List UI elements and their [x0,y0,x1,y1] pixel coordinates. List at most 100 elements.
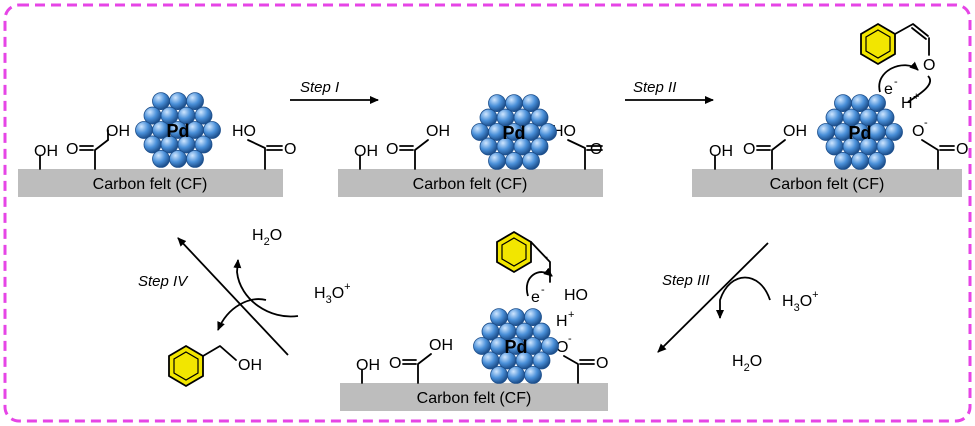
pd-nanoparticle: Pd [135,92,221,168]
carbonyl-o-right: O [596,355,608,372]
deprotonated-o: O [912,123,924,140]
pd-atom [868,94,886,112]
pd-atom [851,151,869,170]
pd-atom [194,135,213,154]
deprotonated-o: O [556,339,568,356]
pd-atom [530,137,549,156]
step-three: Step III H3O+ H2O [657,242,819,374]
pd-atom [169,149,187,168]
benzyl-radical-molecule: · HO [496,230,588,304]
hydroxyl-group: OH [34,143,58,160]
carboxyl-oh-left: OH [429,337,453,354]
pd-label: Pd [502,123,525,143]
carbonyl-o-left: O [386,141,398,158]
hydroxyl-group: OH [709,143,733,160]
step-two-label: Step II [633,79,676,96]
o-minus-charge: - [568,333,572,345]
carbon-felt-support [18,169,283,197]
carboxyl-ho-right: HO [232,123,256,140]
carbonyl-o-right: O [284,141,296,158]
pd-atom [532,351,551,370]
pd-atom [541,337,559,355]
carbon-felt-support [338,169,603,197]
benzaldehyde-molecule: O [860,22,935,74]
radical-dot: · [544,249,549,266]
pd-atom [834,151,852,170]
panel-step-one: Carbon felt (CF) OH O OH O HO Pd [338,94,603,197]
carboxyl-oh-left: OH [426,123,450,140]
support-label: Carbon felt (CF) [770,176,885,193]
step-four: Step IV H2O H3O+ OH [138,227,351,388]
radical-ho: HO [564,287,588,304]
carboxyl-oh-left: OH [106,123,130,140]
pd-atom [524,365,542,384]
pd-atom [885,123,903,141]
support-label: Carbon felt (CF) [93,176,208,193]
electron-charge: - [541,284,545,296]
pd-atom [194,106,213,125]
pd-nanoparticle: Pd [817,94,903,170]
pd-label: Pd [166,121,189,141]
pd-nanoparticle: Pd [471,94,557,170]
pd-nanoparticle: Pd [473,308,559,384]
pd-atom [539,123,557,141]
electron-label: e [531,289,540,306]
carbonyl-o-left: O [66,141,78,158]
step-three-arrow [657,242,769,353]
pd-atom [530,108,549,127]
electron-label: e [884,81,893,98]
hydronium-left: H3O+ [314,281,351,306]
pd-atom [876,108,895,127]
aldehyde-o: O [923,57,935,74]
hydronium-uptake-arrow [716,276,771,319]
pd-atom [186,92,204,110]
pd-atom [152,149,170,168]
pd-atom [507,365,525,384]
electron-arrow [878,61,919,93]
carbonyl-o-right: O [590,141,602,158]
carbon-felt-support [340,383,608,411]
carbonyl-o-left: O [389,355,401,372]
pd-label: Pd [848,123,871,143]
proton-h: H [556,313,568,330]
carbonyl-o-right: O [956,141,968,158]
carboxyl-ho-right: HO [552,123,576,140]
proton-h: H [901,95,913,112]
pd-atom [876,137,895,156]
benzyl-alcohol-molecule: OH [168,344,262,388]
carbon-felt-support [692,169,962,197]
pd-atom [488,151,506,170]
pd-atom [186,149,204,168]
pd-atom [868,151,886,170]
panel-step-two: Carbon felt (CF) OH O OH O O - H + Pd O … [692,22,968,197]
panel-initial: Carbon felt (CF) OH O OH O HO Pd [18,92,296,197]
hydroxyl-group: OH [356,357,380,374]
electron-charge: - [894,76,898,88]
water-right: H2O [732,353,762,374]
o-minus-charge: - [924,117,928,129]
pd-atom [490,365,508,384]
hydronium-right: H3O+ [782,289,819,314]
benzyl-alcohol-oh: OH [238,357,262,374]
pd-label: Pd [504,337,527,357]
product-release-arrow [217,298,267,331]
step-three-label: Step III [662,272,710,289]
proton-arrow [907,75,931,103]
hydroxyl-group: OH [354,143,378,160]
support-label: Carbon felt (CF) [417,390,532,407]
water-left: H2O [252,227,282,248]
pd-atom [203,121,221,139]
hydronium-uptake-arrow [233,259,299,318]
pd-atom [522,151,540,170]
proton-plus: + [568,309,574,321]
dashed-border [3,3,972,423]
carbonyl-o-left: O [743,141,755,158]
step-four-arrow [177,237,289,356]
carboxyl-oh-left: OH [783,123,807,140]
step-four-label: Step IV [138,273,189,290]
panel-step-three: Carbon felt (CF) OH O OH O O - H + Pd · … [340,230,608,411]
pd-atom [524,308,542,326]
electron-arrow [525,267,553,297]
pd-atom [522,94,540,112]
